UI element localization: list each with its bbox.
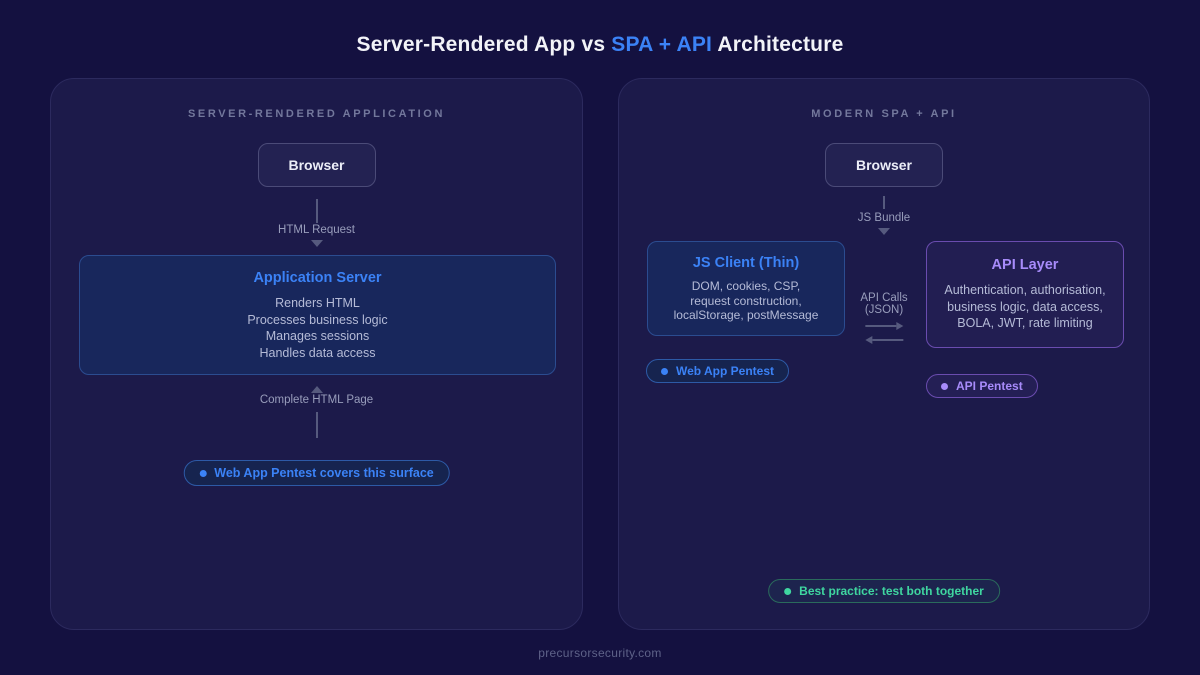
api-calls-flow: API Calls (JSON) bbox=[860, 292, 908, 344]
application-server-line: Handles data access bbox=[259, 345, 376, 360]
page-title-prefix: Server-Rendered App vs bbox=[356, 33, 612, 56]
web-app-pentest-badge: Web App Pentest bbox=[646, 359, 790, 383]
page-title: Server-Rendered App vs SPA + API Archite… bbox=[0, 33, 1200, 57]
js-bundle-label: JS Bundle bbox=[857, 212, 911, 224]
api-layer-details: Authentication, authorisation, business … bbox=[927, 282, 1123, 332]
best-practice-badge-label: Best practice: test both together bbox=[799, 584, 984, 598]
web-app-pentest-surface-badge-label: Web App Pentest covers this surface bbox=[214, 466, 434, 480]
browser-node-right-label: Browser bbox=[855, 157, 913, 173]
application-server-node: Application Server Renders HTML Processe… bbox=[79, 255, 556, 375]
arrow-down-icon bbox=[878, 228, 890, 235]
arrow-right-icon bbox=[864, 322, 903, 330]
spa-api-panel-header: MODERN SPA + API bbox=[811, 108, 957, 120]
dot-icon bbox=[941, 382, 948, 390]
dot-icon bbox=[661, 367, 668, 375]
page-title-suffix: Architecture bbox=[712, 33, 844, 56]
dot-icon bbox=[199, 469, 207, 477]
page-title-highlight: SPA + API bbox=[611, 33, 713, 56]
api-calls-json-label: (JSON) bbox=[864, 304, 904, 316]
api-pentest-badge-label: API Pentest bbox=[956, 379, 1023, 393]
footer-watermark: precursorsecurity.com bbox=[538, 646, 662, 660]
js-client-line: request construction, bbox=[690, 293, 802, 308]
application-server-details: Renders HTML Processes business logic Ma… bbox=[80, 295, 555, 361]
application-server-title: Application Server bbox=[253, 270, 382, 286]
server-rendered-panel: SERVER-RENDERED APPLICATION Browser HTML… bbox=[50, 78, 583, 630]
api-pentest-badge: API Pentest bbox=[926, 374, 1038, 398]
application-server-line: Renders HTML bbox=[275, 296, 360, 310]
application-server-line: Processes business logic bbox=[247, 312, 388, 327]
js-client-line: DOM, cookies, CSP, bbox=[691, 279, 801, 293]
js-client-line: localStorage, postMessage bbox=[673, 308, 819, 322]
api-layer-line: business logic, data access, bbox=[947, 299, 1103, 314]
flow-line-html-request bbox=[315, 199, 318, 223]
server-rendered-panel-header: SERVER-RENDERED APPLICATION bbox=[187, 108, 446, 120]
browser-node-left-label: Browser bbox=[288, 157, 345, 173]
flow-line-complete-html bbox=[315, 412, 318, 438]
dot-icon bbox=[784, 587, 792, 595]
api-layer-node: API Layer Authentication, authorisation,… bbox=[926, 241, 1124, 348]
api-layer-line: Authentication, authorisation, bbox=[944, 283, 1106, 297]
flow-line-js-bundle bbox=[883, 196, 885, 209]
browser-node-right: Browser bbox=[825, 143, 943, 187]
spa-api-panel: MODERN SPA + API Browser JS Bundle JS Cl… bbox=[618, 78, 1150, 630]
js-client-node: JS Client (Thin) DOM, cookies, CSP, requ… bbox=[647, 241, 845, 336]
api-layer-line: BOLA, JWT, rate limiting bbox=[957, 316, 1093, 330]
complete-html-page-label: Complete HTML Page bbox=[259, 394, 374, 406]
js-client-title: JS Client (Thin) bbox=[692, 255, 800, 271]
arrow-up-icon bbox=[310, 386, 323, 393]
application-server-line: Manages sessions bbox=[265, 329, 370, 343]
api-calls-label: API Calls bbox=[860, 292, 908, 304]
html-request-label: HTML Request bbox=[278, 224, 355, 236]
browser-node-left: Browser bbox=[257, 143, 376, 187]
web-app-pentest-badge-label: Web App Pentest bbox=[676, 364, 775, 378]
arrow-left-icon bbox=[864, 336, 903, 344]
js-client-details: DOM, cookies, CSP, request construction,… bbox=[648, 279, 844, 323]
api-layer-title: API Layer bbox=[991, 257, 1059, 273]
best-practice-badge: Best practice: test both together bbox=[768, 579, 1000, 603]
web-app-pentest-surface-badge: Web App Pentest covers this surface bbox=[183, 460, 450, 486]
arrow-down-icon bbox=[310, 240, 323, 247]
